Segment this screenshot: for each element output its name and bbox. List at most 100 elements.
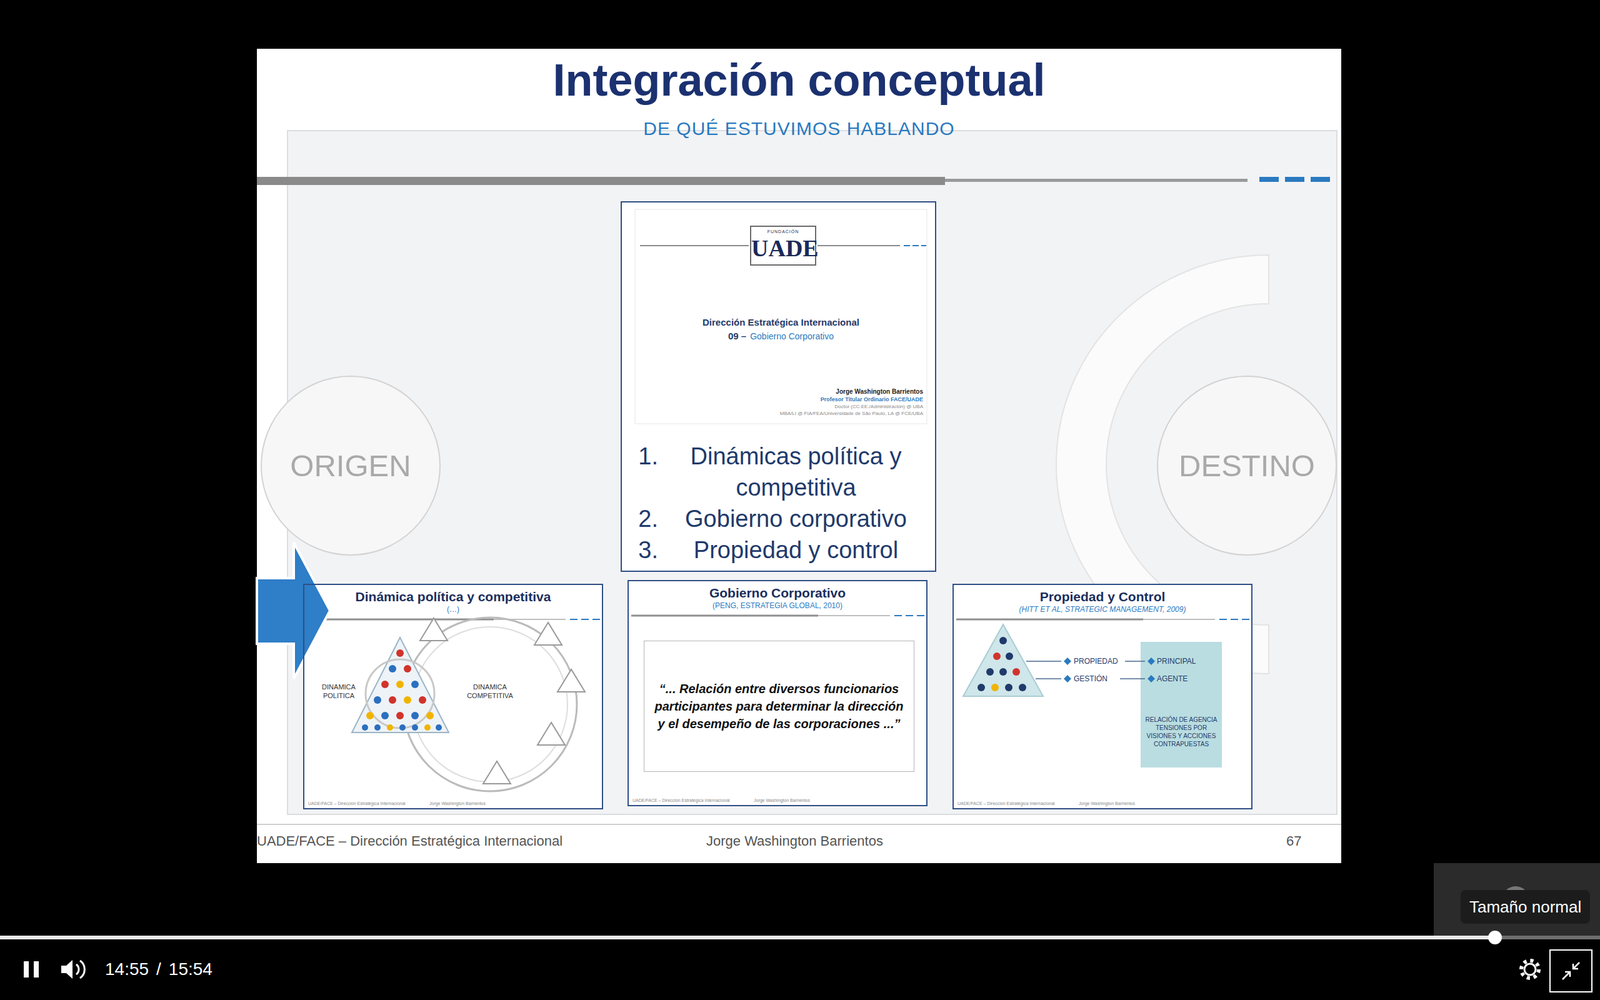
person-dot [1005, 683, 1013, 692]
diagram-label: DINAMICA COMPETITIVA [457, 682, 523, 700]
agency-note: RELACIÓN DE AGENCIA TENSIONES POR VISION… [1143, 715, 1219, 749]
thumbnail-author-role: Profesor Titular Ordinario FACE/UADE [820, 396, 924, 404]
bullet-diamond [1147, 675, 1155, 683]
card-footer: Jorge Washington Barrientos [1078, 800, 1135, 807]
leader-line [1035, 678, 1062, 680]
time-display: 14:55/15:54 [105, 958, 213, 980]
volume-icon [61, 960, 73, 979]
person-dot [426, 711, 434, 720]
person-dot [411, 711, 419, 720]
exit-fullscreen-icon [1562, 962, 1580, 980]
card-dash [592, 618, 600, 620]
person-dot [991, 683, 999, 692]
cycle-triangle [534, 622, 562, 645]
list-text: Dinámicas política y competitiva [665, 440, 927, 504]
card-dash [894, 615, 902, 617]
thumbnail-dash [921, 245, 927, 247]
central-box: 1.Dinámicas política y competitiva2.Gobi… [620, 201, 937, 572]
card-rule [1143, 618, 1215, 620]
thumbnail-author: Jorge Washington Barrientos [835, 388, 924, 396]
person-dot [418, 696, 427, 704]
agency-role: AGENTE [1156, 674, 1188, 684]
origin-circle: ORIGEN [260, 375, 442, 557]
card-title: Gobierno Corporativo [628, 585, 927, 601]
header-bar [256, 176, 945, 185]
person-dot [999, 668, 1007, 676]
card-footer: Jorge Washington Barrientos [429, 800, 486, 807]
leader-line [1026, 660, 1062, 662]
card-dash [1230, 618, 1239, 620]
leader-line [1125, 660, 1145, 662]
card-dash [916, 615, 925, 617]
quote-text: “... Relación entre diversos funcionario… [654, 680, 904, 733]
slide-footer: UADE/FACE – Dirección Estratégica Intern… [256, 833, 563, 850]
card-fill [303, 583, 604, 810]
logo-small-text: FUNDACIÓN [751, 228, 815, 235]
card-footer: UADE/FACE – Dirección Estratégica Intern… [632, 797, 730, 804]
list-item: 1.Dinámicas política y competitiva [630, 440, 927, 504]
presenter-thumbnail [1433, 863, 1600, 936]
card-dash [1241, 618, 1250, 620]
card-rule [956, 618, 1144, 621]
settings-gear [1521, 960, 1539, 979]
slide-footer-rule [256, 823, 1342, 825]
person-dot [361, 724, 369, 731]
circle-label: ORIGEN [260, 375, 442, 557]
card-dash [581, 618, 589, 620]
thumbnail-fill [635, 209, 927, 424]
volume-wave [76, 964, 79, 975]
people-swirl [365, 659, 435, 729]
volume-wave [80, 960, 85, 979]
card-footer: UADE/FACE – Dirección Estratégica Intern… [308, 800, 406, 807]
person-dot [986, 668, 994, 676]
card-rule [818, 615, 890, 617]
list-number: 3. [630, 534, 666, 566]
card-footer: Jorge Washington Barrientos [753, 797, 810, 804]
settings-gear [1524, 963, 1536, 975]
fullscreen-button [1550, 950, 1592, 992]
person-dot [396, 649, 404, 657]
person-dot [366, 711, 374, 720]
logo-box: FUNDACIÓNUADE [750, 225, 817, 266]
logo-fill [750, 225, 817, 266]
person-dot [993, 652, 1001, 660]
person-dot [388, 665, 397, 673]
slide-panel [287, 130, 1337, 815]
person-dot [999, 636, 1007, 645]
summary-card: Propiedad y Control(HITT ET AL, STRATEGI… [952, 583, 1253, 810]
card-title: Propiedad y Control [953, 588, 1252, 605]
person-dot [396, 680, 404, 689]
person-dot [399, 724, 406, 731]
card-fill [952, 583, 1253, 810]
card-footer: UADE/FACE – Dirección Estratégica Intern… [957, 800, 1055, 807]
slide-footer: Jorge Washington Barrientos [706, 833, 884, 850]
person-dot [1018, 683, 1027, 692]
leader-line [1120, 678, 1145, 680]
agency-box: PRINCIPALAGENTERELACIÓN DE AGENCIA TENSI… [1140, 641, 1222, 768]
header-dash [1259, 176, 1279, 182]
slide-thumbnail: Dirección Estratégica Internacional09 –G… [635, 209, 927, 424]
card-rule [631, 615, 819, 617]
card-dash [905, 615, 914, 617]
bullet-diamond [1147, 657, 1155, 665]
bullet-diamond [1063, 657, 1072, 665]
person-dot [373, 696, 382, 704]
person-dot [388, 696, 397, 704]
pointer-arrow [256, 542, 330, 679]
thumbnail-dash [912, 245, 919, 247]
cycle-triangle [483, 761, 511, 784]
list-item: 2.Gobierno corporativo [630, 503, 927, 535]
slide-subtitle: DE QUÉ ESTUVIMOS HABLANDO [256, 117, 1342, 140]
person-dot [1012, 668, 1020, 676]
person-dot [1005, 652, 1014, 660]
progress-remaining [1495, 935, 1600, 940]
pyramid [963, 624, 1044, 697]
cycle-triangle [537, 722, 565, 745]
slide-title: Integración conceptual [256, 52, 1342, 108]
card-title: Dinámica política y competitiva [304, 588, 602, 605]
card-source: (PENG, ESTRATEGIA GLOBAL, 2010) [628, 601, 927, 611]
person-dot [411, 724, 419, 731]
bullet-diamond [1063, 675, 1072, 683]
agency-box-fill [1140, 641, 1222, 768]
diagram-label: DINAMICA POLITICA [316, 682, 362, 700]
